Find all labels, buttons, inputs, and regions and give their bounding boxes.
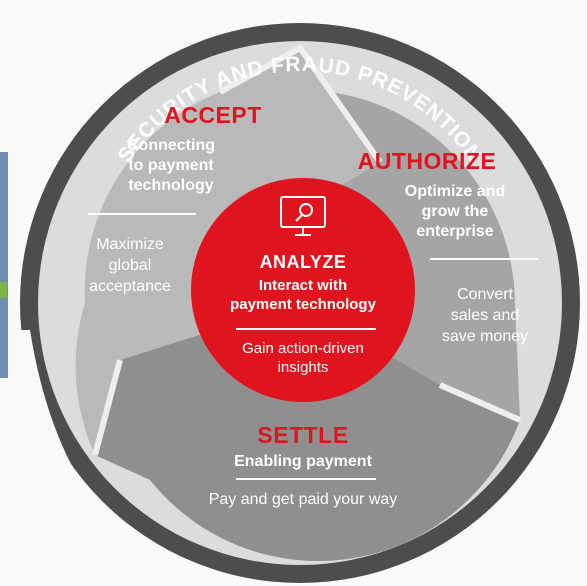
separator-top <box>218 44 383 164</box>
settle-subtitle: Enabling payment <box>234 453 372 470</box>
authorize-title: AUTHORIZE <box>357 148 497 174</box>
analyze-divider <box>236 328 376 330</box>
settle-divider <box>236 478 376 480</box>
analyze-description: Gain action-driven insights <box>242 340 364 376</box>
analyze-subtitle: Interact with payment technology <box>230 277 376 313</box>
side-marker-green <box>0 282 7 298</box>
ring-gap <box>20 330 190 586</box>
authorize-segment <box>300 92 520 420</box>
separator-right <box>438 382 522 423</box>
analyze-title: ANALYZE <box>259 252 347 272</box>
separator-left <box>92 359 123 456</box>
settle-title: SETTLE <box>257 422 349 448</box>
settle-description: Pay and get paid your way <box>208 491 398 508</box>
settle-segment <box>95 303 520 562</box>
accept-description: Maximize global acceptance <box>89 236 171 295</box>
accept-divider <box>88 213 196 215</box>
accept-title: ACCEPT <box>164 102 262 128</box>
authorize-subtitle: Optimize and grow the enterprise <box>404 183 506 240</box>
accept-segment <box>84 48 381 303</box>
accept-lower-segment <box>75 303 301 455</box>
accept-subtitle: Connecting to payment technology <box>127 137 215 194</box>
left-accent-bar <box>0 152 8 378</box>
monitor-magnifier-icon <box>280 196 326 236</box>
analyze-core <box>191 178 415 402</box>
authorize-description: Convert sales and save money <box>441 286 529 345</box>
authorize-divider <box>430 258 538 260</box>
